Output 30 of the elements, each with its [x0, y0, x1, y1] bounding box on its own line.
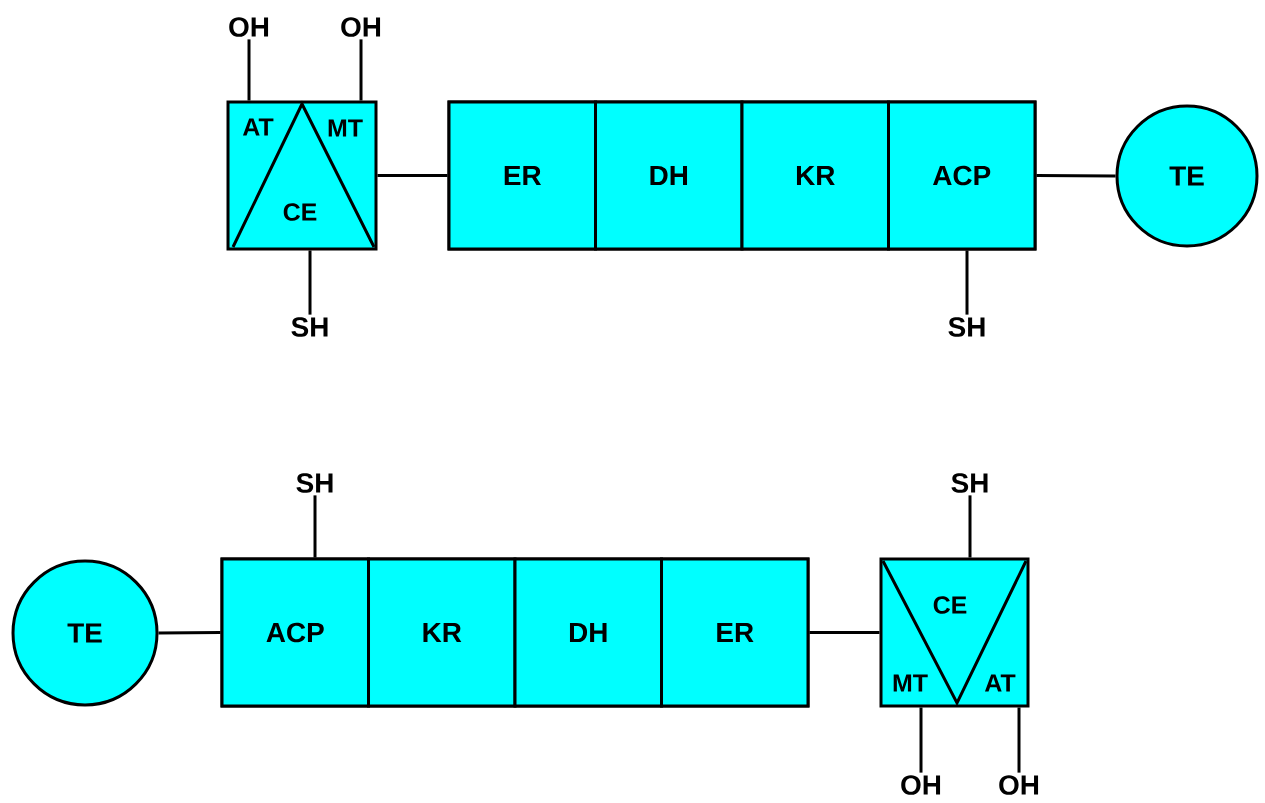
- connector-line: [313, 495, 317, 558]
- domain-cell: KR: [367, 557, 517, 708]
- group-label: SH: [948, 317, 985, 337]
- connector-line: [377, 174, 448, 177]
- group-label: OH: [901, 775, 941, 795]
- domain-square: CE MT AT: [879, 557, 1030, 708]
- connector-line: [965, 250, 969, 315]
- connector-line: [308, 250, 312, 315]
- domain-cell: DH: [513, 557, 663, 708]
- connector-line: [158, 631, 221, 635]
- connector-line: [1017, 707, 1021, 773]
- group-label: SH: [296, 473, 333, 493]
- connector-line: [1036, 174, 1116, 178]
- connector-line: [809, 631, 880, 634]
- domain-cell: ACP: [887, 100, 1037, 251]
- domain-square: AT MT CE: [226, 100, 378, 251]
- connector-line: [359, 39, 363, 101]
- domain-cell: ER: [660, 557, 810, 708]
- group-label: SH: [291, 317, 328, 337]
- connector-line: [247, 39, 251, 101]
- connector-line: [919, 707, 923, 773]
- domain-cell: KR: [740, 100, 890, 251]
- group-label: OH: [341, 17, 381, 37]
- domain-cell: DH: [594, 100, 744, 251]
- group-label: SH: [951, 473, 988, 493]
- connector-line: [968, 495, 972, 558]
- group-label: OH: [999, 775, 1039, 795]
- domain-cell: ACP: [220, 557, 370, 708]
- group-label: OH: [229, 17, 269, 37]
- domain-cell: ER: [447, 100, 597, 251]
